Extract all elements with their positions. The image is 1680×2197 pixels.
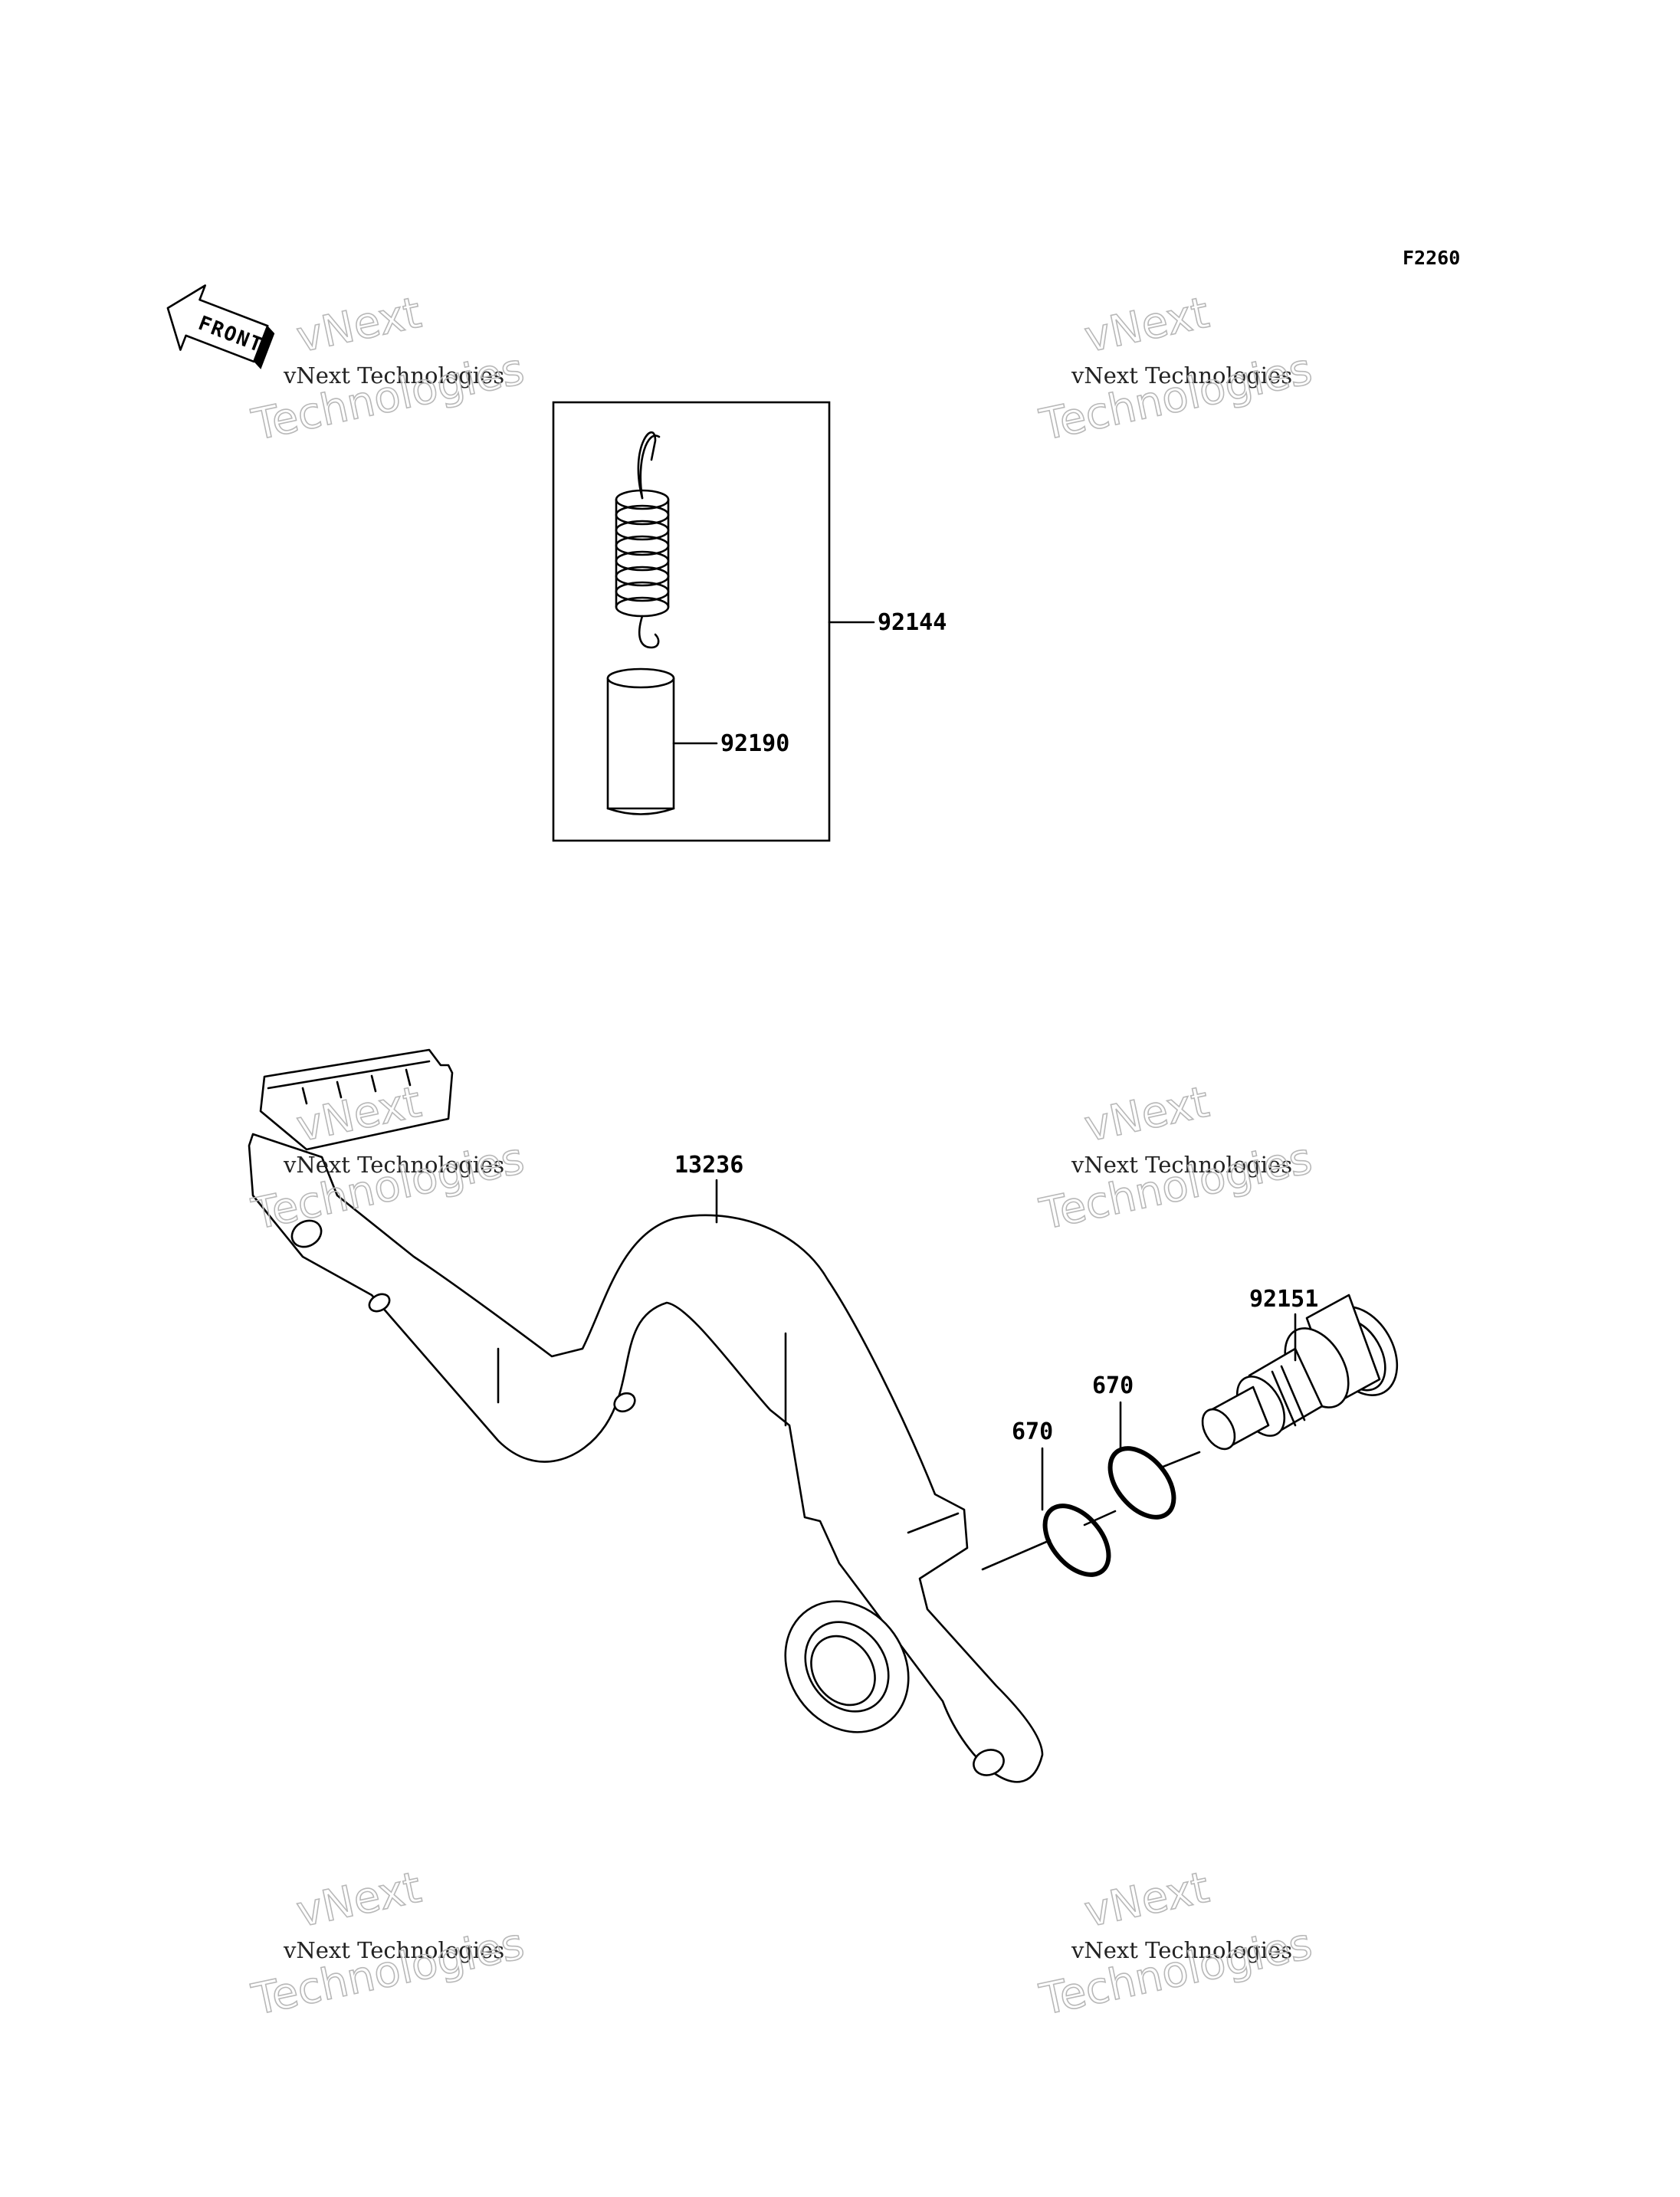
svg-text:vNext Technologies: vNext Technologies — [1071, 1937, 1292, 1963]
watermark: vNext vNext Technologies Technologies — [1035, 287, 1317, 451]
part-label-670-right: 670 — [1092, 1372, 1134, 1399]
pivot-bolt-icon — [1201, 1294, 1399, 1451]
svg-text:vNext: vNext — [1080, 1863, 1213, 1938]
watermark: vNext vNext Technologies Technologies — [1035, 1862, 1317, 2026]
svg-text:Technologies: Technologies — [1035, 1919, 1316, 2025]
part-label-92144: 92144 — [878, 609, 947, 636]
svg-text:Technologies: Technologies — [248, 344, 528, 451]
watermark: vNext vNext Technologies Technologies — [247, 1862, 529, 2026]
spring-icon — [615, 431, 670, 649]
svg-text:vNext Technologies: vNext Technologies — [1071, 1152, 1292, 1178]
watermark: vNext vNext Technologies Technologies — [247, 287, 529, 451]
part-label-13236: 13236 — [674, 1152, 743, 1179]
svg-text:vNext: vNext — [292, 288, 425, 363]
part-label-92151: 92151 — [1249, 1286, 1318, 1313]
front-arrow-icon: FRONT — [166, 284, 275, 369]
kit-box — [552, 401, 831, 842]
svg-text:Technologies: Technologies — [1035, 344, 1316, 451]
svg-text:vNext: vNext — [1080, 1077, 1213, 1153]
svg-text:Technologies: Technologies — [248, 1919, 528, 2025]
svg-text:vNext Technologies: vNext Technologies — [283, 1152, 504, 1178]
svg-text:vNext: vNext — [1080, 288, 1213, 363]
o-ring-icon — [1042, 1503, 1111, 1577]
part-label-670-left: 670 — [1012, 1418, 1053, 1445]
brake-pedal-icon — [248, 1048, 1044, 1783]
o-ring-icon — [1107, 1446, 1176, 1520]
watermark: vNext vNext Technologies Technologies — [1035, 1077, 1317, 1241]
collar-icon — [606, 667, 675, 815]
svg-text:vNext Technologies: vNext Technologies — [283, 362, 504, 389]
svg-text:vNext Technologies: vNext Technologies — [283, 1937, 504, 1963]
diagram-code: F2260 — [1403, 247, 1460, 269]
svg-text:vNext: vNext — [292, 1863, 425, 1938]
part-label-92190: 92190 — [720, 730, 789, 757]
svg-text:Technologies: Technologies — [1035, 1133, 1316, 1240]
svg-text:vNext Technologies: vNext Technologies — [1071, 362, 1292, 389]
